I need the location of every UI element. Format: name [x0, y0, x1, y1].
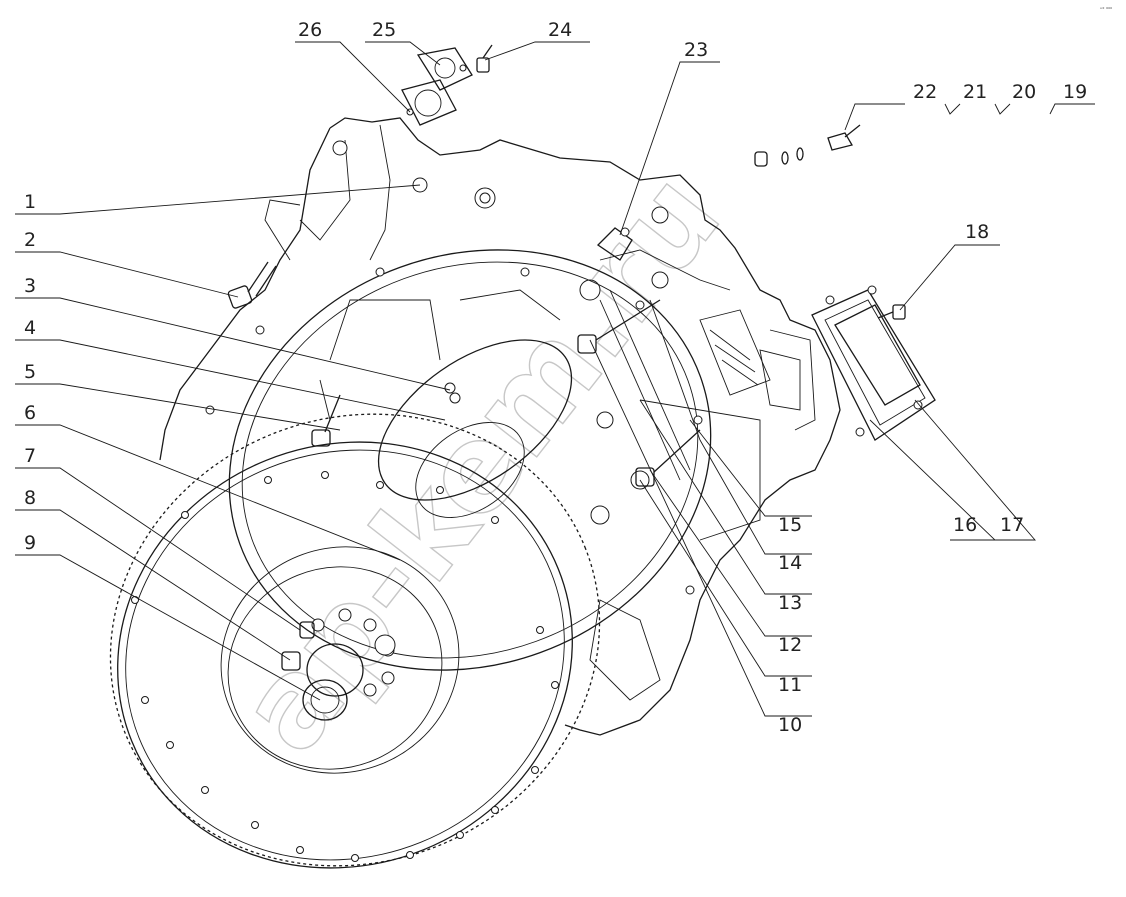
callout-7: 7 [24, 445, 36, 467]
callout-5: 5 [24, 361, 36, 383]
callout-12: 12 [778, 634, 802, 656]
callout-1: 1 [24, 191, 36, 213]
callout-2: 2 [24, 229, 36, 251]
flywheel [109, 413, 601, 869]
callout-15: 15 [778, 514, 802, 536]
callout-18: 18 [965, 221, 989, 243]
callout-4: 4 [24, 317, 36, 339]
callout-3: 3 [24, 275, 36, 297]
corner-mark: ᵒ° ⁰⁰⁰ [1100, 7, 1112, 13]
watermark-text: ap-kem.ru [213, 149, 747, 778]
callout-21: 21 [963, 81, 987, 103]
inspection-cover [811, 285, 936, 441]
bolt-24 [476, 44, 493, 73]
leader-lines [15, 41, 1095, 717]
flywheel-housing [159, 117, 841, 736]
callout-11: 11 [778, 674, 802, 696]
callout-23: 23 [684, 39, 708, 61]
flywheel-hub [281, 608, 396, 721]
callout-14: 14 [778, 552, 802, 574]
watermark: ap-kem.ru [213, 148, 749, 779]
seal-plate [377, 339, 573, 518]
callout-22: 22 [913, 81, 937, 103]
callout-13: 13 [778, 592, 802, 614]
callout-6: 6 [24, 402, 36, 424]
callout-26: 26 [298, 19, 322, 41]
callout-19: 19 [1063, 81, 1087, 103]
callout-16: 16 [953, 514, 977, 536]
gasket-and-cover [401, 47, 473, 126]
cover-plate-assembly [599, 289, 771, 481]
callout-8: 8 [24, 487, 36, 509]
callout-25: 25 [372, 19, 396, 41]
stud-bolt [227, 261, 277, 309]
bolt-18 [877, 304, 906, 320]
callout-numbers: 1 2 3 4 5 6 7 8 9 10 11 12 13 14 15 16 1… [24, 19, 1087, 736]
small-hardware-19-22 [754, 124, 861, 167]
callout-24: 24 [548, 19, 572, 41]
callout-17: 17 [1000, 514, 1024, 536]
callout-9: 9 [24, 532, 36, 554]
callout-10: 10 [778, 714, 802, 736]
callout-20: 20 [1012, 81, 1036, 103]
